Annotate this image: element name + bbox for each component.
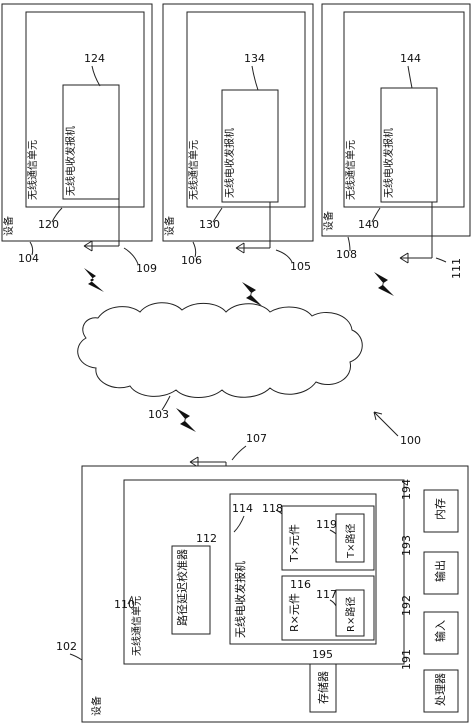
antenna-107-icon (189, 456, 226, 468)
unit-130-label: 无线通信单元 (187, 140, 200, 200)
processor-191-label: 处理器 (434, 673, 447, 706)
ref-112: 112 (196, 532, 217, 545)
calibrator-112-frame (171, 545, 211, 635)
ref-105: 105 (290, 260, 311, 273)
ref-191: 191 (400, 649, 413, 670)
antenna-109-icon (83, 240, 119, 252)
ref-140: 140 (358, 218, 379, 231)
ref-114: 114 (232, 502, 253, 515)
leader-105 (275, 249, 293, 263)
ref-193: 193 (400, 535, 413, 556)
signal-bolt-2 (242, 282, 262, 306)
ref-103: 103 (148, 408, 169, 421)
antenna-111-icon (399, 252, 432, 264)
unit-110-label: 无线通信单元 (130, 596, 143, 656)
device-108: 设备 无线通信单元 无线电收发报机 144 140 108 111 (321, 3, 471, 279)
device-104-label: 设备 (2, 216, 15, 236)
leader-134 (251, 65, 259, 91)
ref-144: 144 (400, 52, 421, 65)
ref-119: 119 (316, 518, 337, 531)
rx-path-117-label: R×路径 (344, 597, 357, 632)
calibrator-112-label: 路径延迟校准器 (175, 549, 189, 626)
ref-118: 118 (262, 502, 283, 515)
leader-144 (407, 65, 413, 89)
leader-103 (161, 395, 171, 411)
signal-bolt-103 (176, 408, 196, 432)
leader-117 (329, 599, 337, 607)
transceiver-144-frame (380, 87, 438, 203)
output-193-label: 输出 (433, 560, 447, 582)
memory-194-label: 内存 (433, 498, 447, 520)
ref-116: 116 (290, 578, 311, 591)
ref-194: 194 (400, 479, 413, 500)
leader-130 (212, 207, 223, 223)
ref-117: 117 (316, 588, 337, 601)
transceiver-114-label: 无线电收发报机 (233, 561, 247, 638)
leader-140 (371, 207, 381, 223)
rx-path-117-frame (335, 589, 365, 637)
input-192-frame (423, 611, 459, 655)
leader-109 (123, 247, 139, 265)
tx-element-118-label: T×元件 (288, 524, 301, 563)
ref-134: 134 (244, 52, 265, 65)
device-106: 设备 无线通信单元 无线电收发报机 134 130 106 105 (162, 3, 314, 273)
input-192-label: 输入 (433, 620, 447, 642)
ref-106: 106 (181, 254, 202, 267)
signal-bolt-3 (374, 272, 394, 296)
ref-124: 124 (84, 52, 105, 65)
ref-107: 107 (246, 432, 267, 445)
tx-path-119-label: T×路径 (344, 524, 357, 560)
storage-195-frame (309, 663, 337, 713)
transceiver-144-label: 无线电收发报机 (382, 128, 395, 198)
network-cloud (77, 302, 363, 398)
processor-191-frame (423, 669, 459, 713)
transceiver-134-label: 无线电收发报机 (223, 128, 236, 198)
ref-130: 130 (199, 218, 220, 231)
output-193-frame (423, 551, 459, 595)
leader-108 (347, 236, 351, 252)
ref-195: 195 (312, 648, 333, 661)
arrow-100 (373, 411, 399, 437)
transceiver-124-frame (62, 84, 120, 200)
unit-140-label: 无线通信单元 (344, 140, 357, 200)
leader-104 (29, 241, 34, 256)
ref-100: 100 (400, 434, 421, 447)
leader-119 (329, 529, 337, 535)
tx-path-119-frame (335, 513, 365, 563)
leader-124 (91, 65, 101, 87)
rx-element-116-label: R×元件 (288, 593, 301, 632)
antenna-105-icon (235, 242, 270, 254)
leader-120 (51, 207, 63, 223)
leader-102 (69, 653, 83, 661)
transceiver-124-label: 无线电收发报机 (64, 126, 77, 196)
leader-111 (435, 257, 447, 263)
ref-111: 111 (450, 258, 463, 279)
ref-110: 110 (114, 598, 135, 611)
leader-110 (127, 595, 133, 605)
ref-109: 109 (136, 262, 157, 275)
ref-104: 104 (18, 252, 39, 265)
memory-194-frame (423, 489, 459, 533)
device-102: 107 设备 102 无线通信单元 110 路径延迟校准器 112 无线电收发报… (56, 432, 469, 723)
leader-106 (192, 241, 197, 258)
ref-120: 120 (38, 218, 59, 231)
storage-195-label: 存储器 (316, 671, 330, 704)
device-104: 设备 无线通信单元 无线电收发报机 124 120 104 109 (1, 3, 157, 275)
ref-102: 102 (56, 640, 77, 653)
leader-118 (275, 509, 283, 515)
leader-114 (233, 515, 245, 533)
ref-192: 192 (400, 595, 413, 616)
ref-108: 108 (336, 248, 357, 261)
device-102-label: 设备 (90, 696, 103, 716)
unit-120-label: 无线通信单元 (26, 140, 39, 200)
signal-bolt-1 (84, 268, 104, 292)
device-108-label: 设备 (322, 211, 335, 231)
leader-107 (231, 445, 247, 461)
transceiver-134-frame (221, 89, 279, 203)
device-106-label: 设备 (163, 216, 176, 236)
